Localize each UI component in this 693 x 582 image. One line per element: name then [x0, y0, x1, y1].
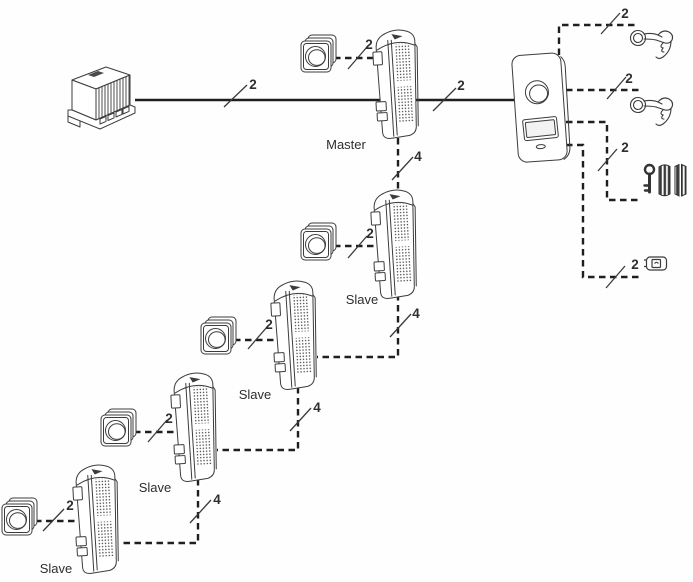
- cores-door-module: 2: [631, 257, 639, 272]
- chime-bell-slave1: [300, 222, 337, 261]
- tick-door-button1: [600, 12, 621, 35]
- tick-slave2-bell: [247, 326, 268, 350]
- tick-door-button2: [606, 76, 627, 100]
- chime-bell-slave4: [1, 497, 38, 536]
- slave4-label: Slave: [40, 561, 73, 576]
- cores-slave3-slave4: 4: [213, 492, 221, 507]
- slave-handset-1: [369, 188, 421, 300]
- chime-bell-slave3: [100, 408, 137, 447]
- tick-slave1-slave2: [389, 313, 412, 338]
- master-handset: [371, 28, 423, 140]
- tick-door-module: [605, 265, 626, 289]
- tick-slave4-bell: [42, 508, 65, 532]
- chime-bell-slave2: [200, 316, 237, 355]
- cores-psu-master: 2: [249, 77, 257, 92]
- cores-master-slave1: 4: [414, 149, 422, 164]
- slave2-label: Slave: [239, 387, 272, 402]
- tick-master-bell: [347, 46, 368, 70]
- key-lock-icon: [643, 163, 688, 198]
- relay-module-icon: [643, 256, 668, 271]
- tick-slave3-slave4: [189, 499, 212, 524]
- cores-door-button2: 2: [625, 71, 633, 86]
- master-label: Master: [326, 137, 366, 152]
- cores-master-bell: 2: [365, 37, 373, 52]
- cores-slave2-slave3: 4: [313, 400, 321, 415]
- power-supply: [67, 66, 136, 130]
- labels: Master Slave Slave Slave Slave 2 2 2 2 2…: [40, 6, 639, 576]
- wire-door-to-button1: [557, 23, 636, 66]
- wire-door-to-module: [566, 143, 641, 279]
- slave-handset-3: [169, 371, 221, 483]
- slave1-label: Slave: [346, 292, 379, 307]
- tick-slave3-bell: [147, 419, 168, 443]
- tick-psu-master: [223, 84, 248, 108]
- exit-button-icon-2: [629, 96, 674, 127]
- slave-handset-4: [71, 463, 123, 575]
- tick-slave1-bell: [347, 235, 368, 259]
- slave3-label: Slave: [139, 480, 172, 495]
- cores-master-door: 2: [457, 78, 465, 93]
- cores-slave1-slave2: 4: [412, 306, 420, 321]
- cores-slave4-bell: 2: [66, 498, 74, 513]
- slave-handset-2: [269, 279, 321, 391]
- wire-size-ticks: [42, 12, 627, 532]
- cores-door-lock: 2: [621, 140, 629, 155]
- chime-bell-master: [300, 34, 337, 73]
- wire-door-to-lock: [566, 120, 641, 202]
- cores-slave3-bell: 2: [165, 411, 173, 426]
- cores-door-button1: 2: [621, 6, 629, 21]
- cores-slave2-bell: 2: [265, 317, 273, 332]
- door-station: [510, 51, 573, 164]
- exit-button-icon-1: [629, 29, 674, 60]
- tick-door-lock: [597, 148, 618, 172]
- tick-master-door: [432, 87, 457, 112]
- tick-slave2-slave3: [289, 407, 312, 432]
- cores-slave1-bell: 2: [366, 226, 374, 241]
- devices: [1, 28, 688, 575]
- tick-master-slave1: [391, 156, 414, 181]
